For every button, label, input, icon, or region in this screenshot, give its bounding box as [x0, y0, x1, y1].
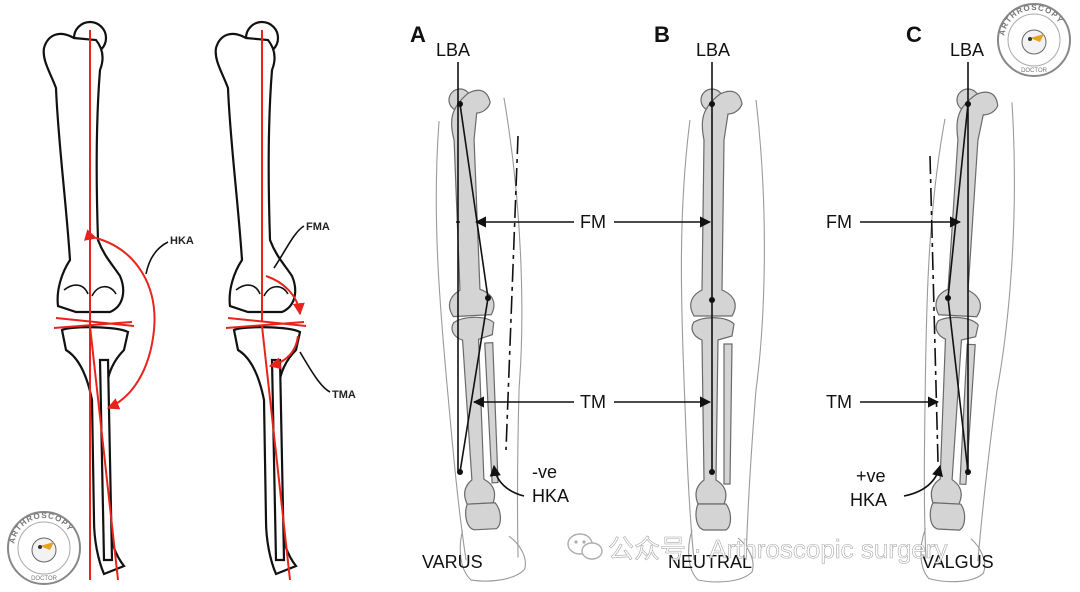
panel-c-valgus: C LBA FM TM +ve HKA VALGUS — [826, 22, 1022, 585]
panel-c-caption: VALGUS — [922, 552, 994, 572]
fm-label-right: FM — [826, 212, 852, 232]
panel-c-leg — [911, 86, 1022, 585]
panel-a-lba-label: LBA — [436, 40, 470, 60]
mascot-icon — [31, 537, 57, 563]
mascot-icon — [1021, 29, 1047, 55]
tma-label: TMA — [332, 389, 356, 401]
left-leg-fma-tma: FMA TMA — [214, 20, 356, 581]
fma-arc — [265, 275, 305, 316]
tm-label-right: TM — [826, 392, 852, 412]
panel-c-hka-arrow — [903, 464, 943, 497]
panel-c-lba-label: LBA — [950, 40, 984, 60]
badge-bottom-text: DOCTOR — [1021, 68, 1048, 74]
panel-b-leg — [680, 88, 765, 583]
panel-a-hka-arrow — [489, 464, 525, 497]
shared-axis-labels: FM TM — [472, 212, 712, 412]
panel-a-angle-sign: -ve — [532, 462, 557, 482]
panel-b-lba-label: LBA — [696, 40, 730, 60]
arthroscopy-badge-top: ARTHROSCOPY DOCTOR — [997, 3, 1071, 77]
panel-c-letter: C — [906, 22, 922, 47]
femur-outline — [42, 32, 125, 314]
panel-c-femoral-axis — [947, 103, 969, 299]
hka-label: HKA — [170, 235, 194, 247]
fm-label-center: FM — [580, 212, 606, 232]
panel-b-neutral: B LBA NEUTRAL — [654, 22, 765, 583]
wechat-icon — [567, 533, 603, 560]
panel-a-letter: A — [410, 22, 426, 47]
panel-b-letter: B — [654, 22, 670, 47]
panel-b-caption: NEUTRAL — [668, 552, 752, 572]
panel-a-varus: A LBA -ve HKA VARUS — [410, 22, 569, 584]
hka-leader — [145, 241, 169, 275]
left-leg-hka: HKA — [42, 20, 194, 581]
panel-c-tibial-axis — [947, 297, 969, 473]
hka-arc — [83, 229, 156, 410]
femur-outline — [214, 32, 297, 314]
tma-arc — [268, 335, 299, 370]
panel-a-tibial-axis — [459, 297, 489, 473]
panel-a-leg — [428, 85, 539, 584]
panel-c-angle-label: HKA — [850, 490, 887, 510]
panel-a-femoral-axis — [459, 103, 489, 299]
badge-bottom-text: DOCTOR — [31, 576, 58, 582]
panel-a-angle-label: HKA — [532, 486, 569, 506]
tibial-mechanical-axis — [261, 325, 291, 581]
panel-a-caption: VARUS — [422, 552, 483, 572]
watermark-text: 公众号 · Arthroscopic surgery — [608, 534, 948, 564]
fma-label: FMA — [306, 221, 330, 233]
arthroscopy-badge-bottom: ARTHROSCOPY DOCTOR — [7, 511, 81, 585]
wechat-watermark: 公众号 · Arthroscopic surgery — [567, 533, 948, 564]
tm-label-center: TM — [580, 392, 606, 412]
panel-c-angle-sign: +ve — [856, 466, 886, 486]
